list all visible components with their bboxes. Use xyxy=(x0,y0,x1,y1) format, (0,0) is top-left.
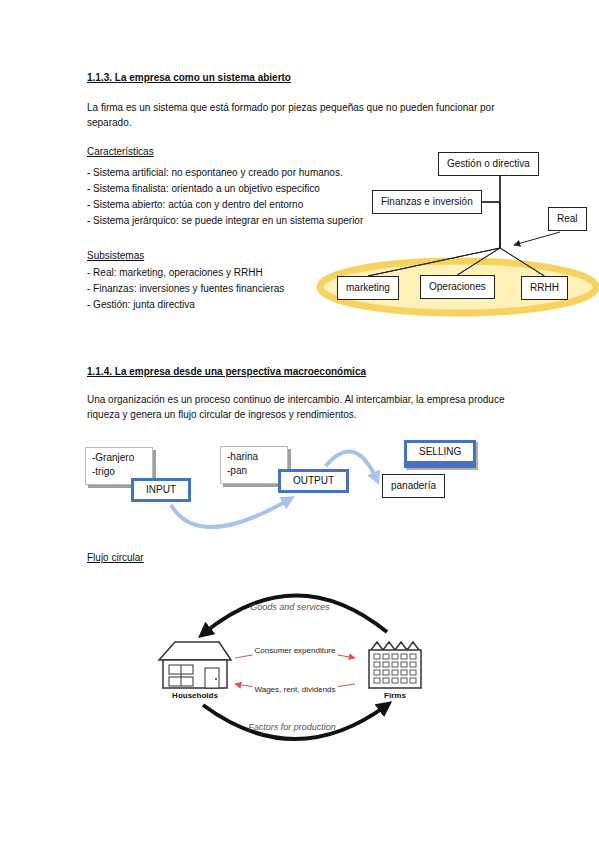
subheading: Características xyxy=(87,144,154,159)
node-text: OUTPUT xyxy=(293,474,334,488)
node-text: Finanzas e inversión xyxy=(381,195,473,209)
process-box: panadería xyxy=(382,474,445,498)
node-text: Firms xyxy=(353,691,437,701)
bullet-line: - Gestión: junta directiva xyxy=(87,297,195,312)
stage-box: SELLING xyxy=(404,440,476,468)
node-text: Operaciones xyxy=(429,280,486,294)
subheading: Subsistemas xyxy=(87,248,144,263)
stage-box: INPUT xyxy=(131,478,191,502)
connector xyxy=(482,202,545,276)
process-box: marketing xyxy=(337,276,399,300)
subsystem-band xyxy=(320,261,596,313)
real-pointer xyxy=(514,232,560,245)
bullet-line: - Sistema finalista: orientado a un obje… xyxy=(87,181,320,196)
node-text: SELLING xyxy=(419,445,461,459)
connector xyxy=(500,176,544,276)
connector xyxy=(203,595,387,634)
process-box: Finanzas e inversión xyxy=(372,190,482,214)
process-box: RRHH xyxy=(521,276,568,300)
paragraph: La firma es un sistema que está formado … xyxy=(87,100,517,130)
bullet-line: - Sistema artificial: no espontaneo y cr… xyxy=(87,165,343,180)
edge-label: Goods and services xyxy=(248,602,332,612)
subheading: Flujo circular xyxy=(87,550,144,565)
connector xyxy=(203,705,387,739)
node-text: Gestión o directiva xyxy=(447,157,530,171)
firm-figure: Firms xyxy=(353,636,437,701)
process-box: Real xyxy=(548,207,587,231)
process-box: Gestión o directiva xyxy=(438,152,539,176)
connector xyxy=(368,176,500,276)
section-heading: 1.1.3. La empresa como un sistema abiert… xyxy=(87,70,291,85)
edge-label: Factors for production xyxy=(246,722,338,732)
edge-label: Consumer expenditure xyxy=(253,646,338,656)
household-figure: Households xyxy=(153,638,237,701)
node-text: -Granjero -trigo xyxy=(92,451,144,479)
node-text: Households xyxy=(153,691,237,701)
factory-icon xyxy=(355,636,435,690)
bullet-line: - Sistema jerárquico: se puede integrar … xyxy=(87,213,363,228)
process-box: Operaciones xyxy=(420,275,495,299)
node-text: Real xyxy=(557,212,578,226)
paragraph: Una organización es un proceso continuo … xyxy=(87,392,527,422)
edge-label: Wages, rent, dividends xyxy=(252,685,337,695)
node-text: INPUT xyxy=(146,483,176,497)
node-text: -harina -pan xyxy=(227,450,279,478)
house-icon xyxy=(155,638,235,690)
bullet-line: - Sistema abierto: actúa con y dentro de… xyxy=(87,197,303,212)
node-text: panadería xyxy=(391,479,436,493)
stage-box: OUTPUT xyxy=(278,469,349,493)
connector xyxy=(171,499,290,527)
bullet-line: - Real: marketing, operaciones y RRHH xyxy=(87,265,263,280)
section-heading: 1.1.4. La empresa desde una perspectiva … xyxy=(87,364,366,379)
node-text: RRHH xyxy=(530,281,559,295)
bullet-line: - Finanzas: inversiones y fuentes financ… xyxy=(87,281,284,296)
node-text: marketing xyxy=(346,281,390,295)
